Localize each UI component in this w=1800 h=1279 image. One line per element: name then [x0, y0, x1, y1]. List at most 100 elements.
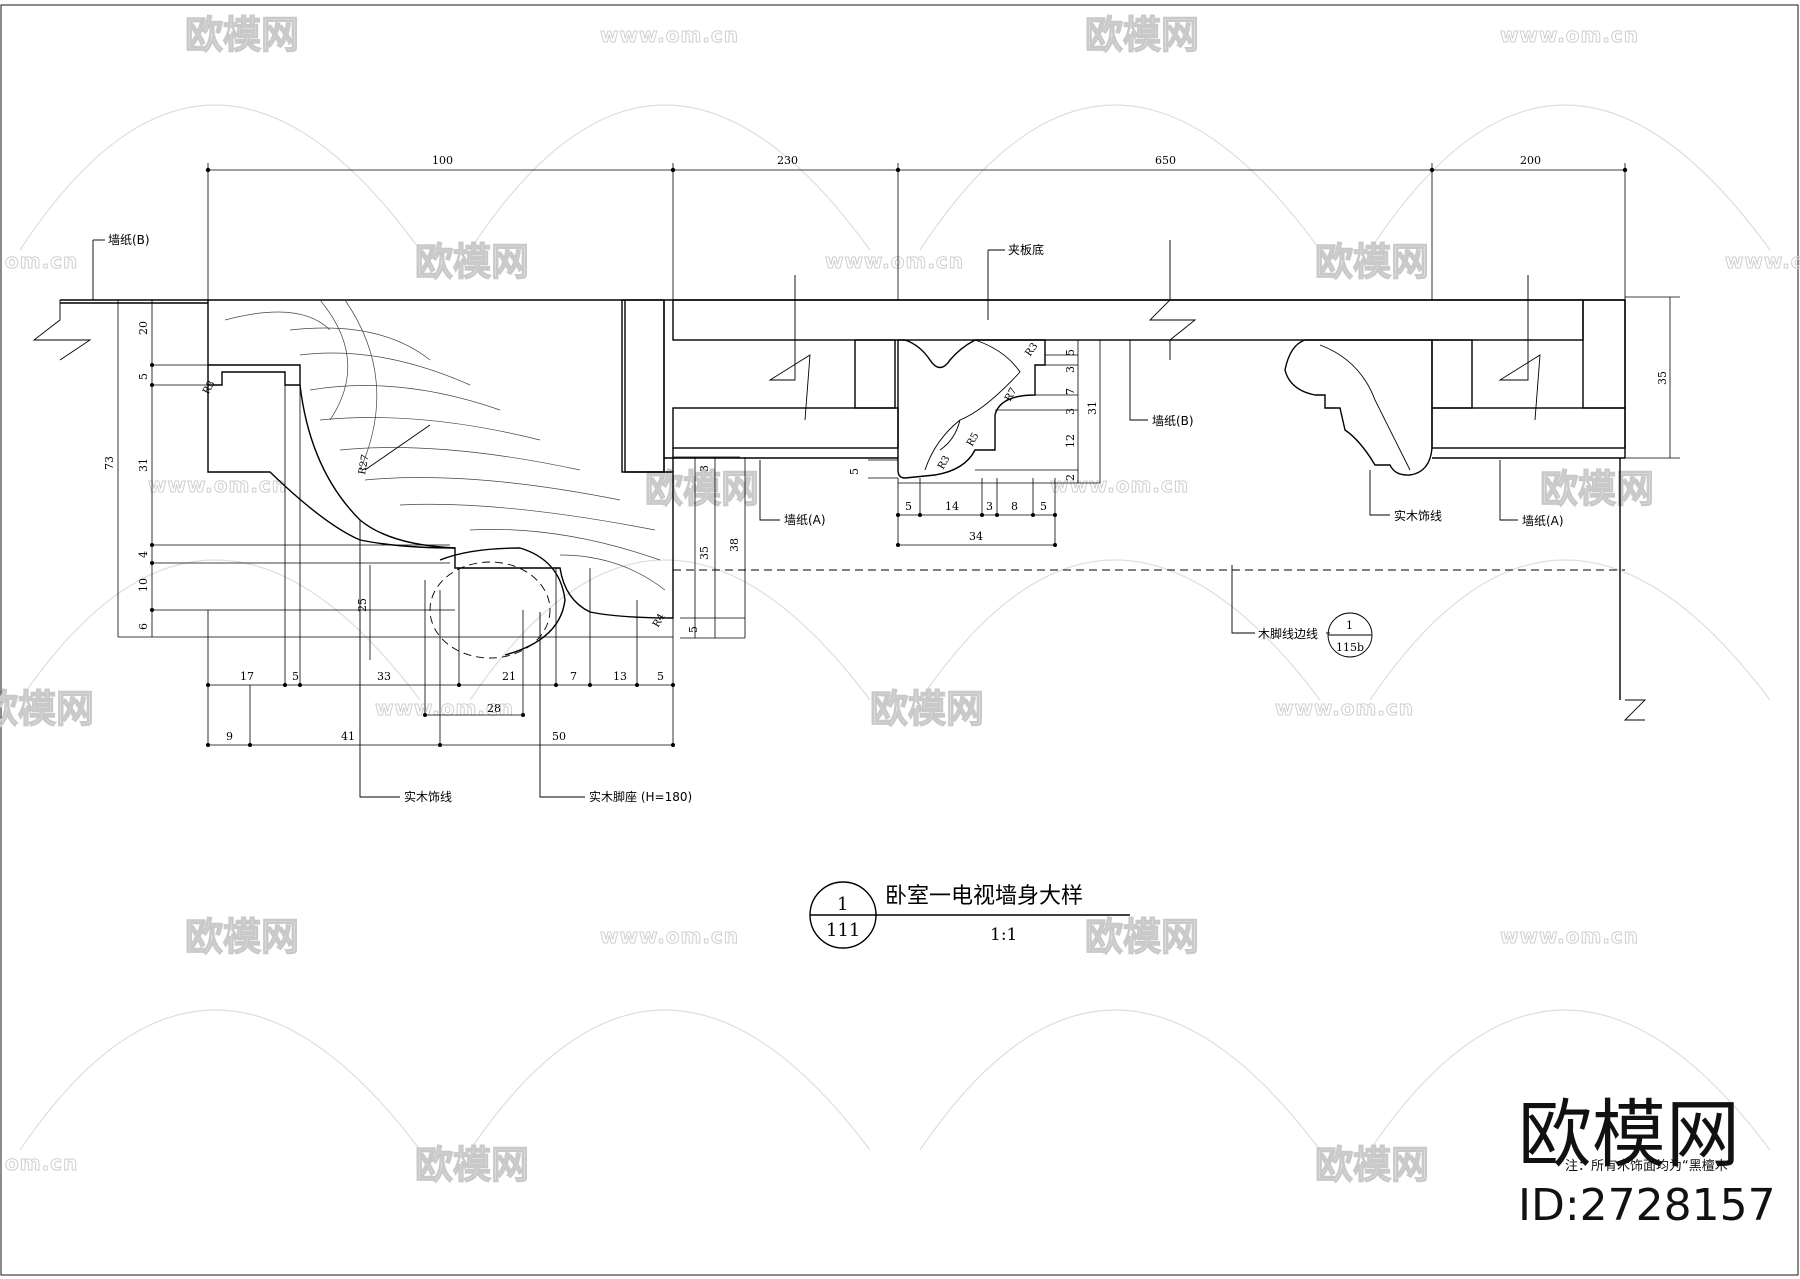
watermark-brand: 欧模网: [185, 13, 299, 57]
radius-text: R3: [201, 379, 217, 397]
watermark-url: om.cn: [5, 249, 78, 273]
section-reference: 1 115b: [1327, 612, 1373, 658]
label-wallpaper-b-right: 墙纸(B): [1152, 414, 1194, 428]
dim-text: 6: [137, 623, 150, 630]
dim-text: 9: [226, 730, 233, 743]
dim-text: 38: [728, 538, 741, 552]
watermark-arcs: [19, 104, 1771, 1151]
dim-text: 12: [1064, 434, 1077, 448]
watermark-brand: 欧模网: [1085, 13, 1199, 57]
watermark-url: www.om.cn: [148, 473, 287, 497]
watermark-brand: 欧模网: [415, 240, 529, 284]
dim-text: 35: [698, 546, 711, 560]
dim-text: 73: [103, 456, 116, 470]
dim-text: 21: [502, 670, 516, 683]
dim-text: 31: [137, 458, 150, 472]
dim-text: 5: [687, 626, 700, 633]
dim-text: 25: [356, 598, 369, 612]
watermark-url: www.om.cn: [1500, 23, 1639, 47]
sheet-number: 111: [826, 920, 860, 941]
label-solid-wood-trim-right: 实木饰线: [1394, 508, 1442, 523]
watermark-brand: 欧模网: [185, 915, 299, 959]
dim-text: 650: [1155, 154, 1176, 167]
radius-text: R27: [357, 454, 371, 476]
drawing-scale: 1:1: [990, 925, 1017, 945]
label-solid-wood-base: 实木脚座 (H=180): [589, 789, 692, 804]
watermark-url: www.om.cn: [600, 924, 739, 948]
dim-text: 10: [137, 578, 150, 592]
watermark-brand: 欧模网: [1085, 915, 1199, 959]
radius-text: R3: [1023, 341, 1040, 359]
dim-text: 8: [1011, 500, 1018, 513]
section-ref-top: 1: [1346, 619, 1353, 632]
plywood-panel: [621, 240, 1626, 473]
wall-line: [32, 299, 1625, 361]
watermark-brand: 欧模网: [1315, 1143, 1429, 1187]
watermark-brand: 欧模网: [870, 687, 984, 731]
drawing-frame: [0, 4, 1799, 1276]
label-wallpaper-b-left: 墙纸(B): [108, 233, 150, 247]
dim-text: 5: [657, 670, 664, 683]
brand-watermark: 欧模网: [1518, 1092, 1740, 1178]
dim-text: 5: [292, 670, 299, 683]
radius-text: R4: [651, 612, 667, 630]
right-side: 35: [673, 296, 1680, 721]
dim-text: 5: [848, 468, 861, 475]
watermark-url: www.om.cn: [1725, 249, 1800, 273]
dim-text: 5: [1040, 500, 1047, 513]
dim-text: 230: [777, 154, 798, 167]
dim-text: 41: [341, 730, 355, 743]
middle-vertical-dimensions: 3 35 38 5: [673, 456, 746, 639]
label-skirting-edge-line: 木脚线边线: [1258, 626, 1318, 641]
dim-text: 7: [1064, 388, 1077, 395]
detail-number: 1: [837, 894, 848, 915]
dim-text: 50: [552, 730, 566, 743]
dim-text: 4: [137, 551, 150, 558]
dim-text: 7: [570, 670, 577, 683]
left-vertical-dimensions: 73 20 5 31 4 10 6: [103, 300, 673, 638]
dim-text: 20: [137, 321, 150, 335]
drawing-title: 卧室一电视墙身大样: [885, 884, 1083, 909]
dim-text: 100: [432, 154, 453, 167]
watermark-brand: 欧模网: [645, 467, 759, 511]
watermark-brand: 欧模网: [1540, 467, 1654, 511]
watermark-url: www.om.cn: [600, 23, 739, 47]
leaders: 墙纸(B) 夹板底 墙纸(B) 墙纸(A) 实木饰线 墙纸(A) 木脚线边线 实…: [92, 233, 1564, 804]
dim-text: 33: [377, 670, 391, 683]
watermark-url: www.om.cn: [375, 696, 514, 720]
brand-id: ID:2728157: [1518, 1180, 1776, 1231]
dim-text: 13: [613, 670, 627, 683]
label-wallpaper-a-left: 墙纸(A): [784, 513, 826, 527]
dim-text: 2: [1064, 474, 1077, 481]
dim-text: 3: [986, 500, 993, 513]
dim-text: 3: [698, 465, 711, 472]
section-ref-bottom: 115b: [1336, 641, 1364, 654]
dim-text: 17: [240, 670, 254, 683]
top-dimensions: 100 230 650 200: [205, 154, 1628, 300]
watermark-layer: 欧模网 欧模网 欧模网 欧模网 欧模网 欧模网 欧模网 欧模网 欧模网 欧模网 …: [0, 12, 1800, 1187]
watermark-url: www.om.cn: [1500, 924, 1639, 948]
crown-moulding: R3 R7 R5 R3 5 3 7 3 12 2 31 5: [848, 339, 1433, 547]
label-wallpaper-a-right: 墙纸(A): [1522, 514, 1564, 528]
radius-text: R5: [965, 431, 981, 449]
watermark-url: www.om.cn: [1275, 696, 1414, 720]
dim-text: 3: [1064, 366, 1077, 373]
dim-text: 28: [487, 702, 501, 715]
dim-text: 35: [1656, 371, 1669, 385]
dim-text: 200: [1520, 154, 1541, 167]
watermark-url: www.om.cn: [825, 249, 964, 273]
watermark-brand: 欧模网: [415, 1143, 529, 1187]
wood-note: 注：所有木饰面均为“黑檀木”: [1565, 1158, 1734, 1174]
dim-text: 14: [945, 500, 959, 513]
title-block: 1 111 卧室一电视墙身大样 1:1: [809, 881, 1130, 949]
watermark-brand: 欧模网: [1315, 240, 1429, 284]
bottom-dimensions: 17 5 33 21 7 13 5 28 9 41 50 25: [206, 385, 675, 747]
dim-text: 5: [905, 500, 912, 513]
label-plywood-base: 夹板底: [1008, 242, 1044, 257]
label-solid-wood-trim-left: 实木饰线: [404, 789, 452, 804]
dim-text: 34: [969, 530, 983, 543]
watermark-url: www.om.cn: [1050, 473, 1189, 497]
dim-text: 5: [1064, 349, 1077, 356]
dim-text: 31: [1086, 401, 1099, 415]
radius-text: R3: [936, 454, 952, 472]
